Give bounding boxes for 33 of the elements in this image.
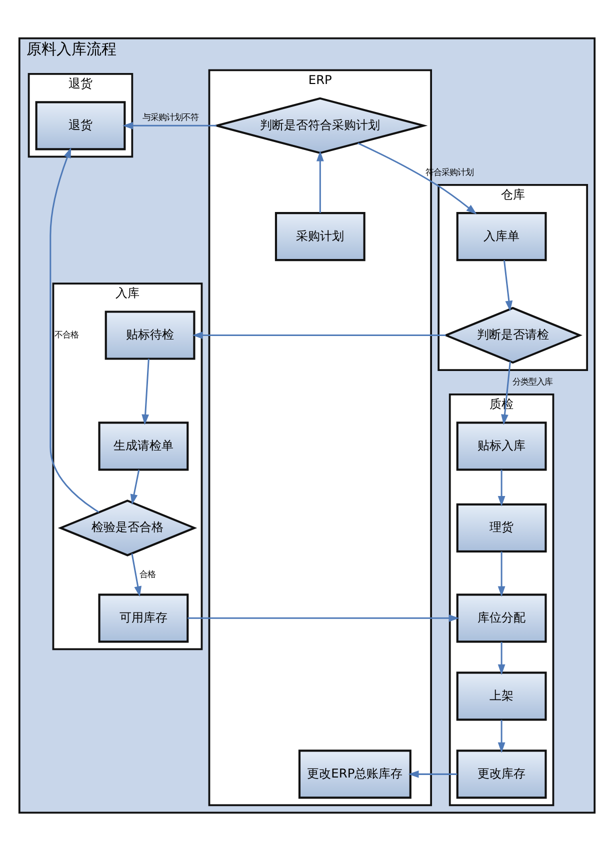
edge-label: 分类型入库 [512,376,553,386]
arrow [503,260,513,311]
edge-label: 与采购计划不符 [142,112,199,122]
node-box: 更改库存 [456,749,547,798]
edge-label: 不合格 [54,328,78,339]
node-box: 理货 [456,502,547,552]
edge-label: 合格 [140,568,156,579]
node-box: 可用库存 [98,593,189,642]
arrow [316,150,324,212]
arrow [498,719,506,752]
arrow [130,469,140,504]
arrow [408,770,458,778]
node-box: 退货 [35,100,126,150]
arrow [358,142,477,214]
arrow [122,122,216,129]
node-diamond: 检验是否合格 [58,499,198,556]
node-box: 贴标入库 [456,421,547,470]
node-box: 生成请检单 [98,421,189,470]
node-box: 采购计划 [274,212,366,261]
arrow [192,331,446,338]
node-box: 上架 [456,671,547,720]
node-box: 更改ERP总账库存 [298,749,412,798]
arrow [131,552,142,596]
node-box: 库位分配 [456,593,547,642]
node-box: 入库单 [456,212,547,261]
arrow [142,358,150,424]
arrow [498,641,506,674]
arrow [498,469,506,506]
node-box: 贴标待检 [104,310,196,360]
arrow [50,146,100,512]
arrow [498,551,506,596]
node-diamond: 判断是否请检 [443,306,582,364]
arrow [188,614,460,622]
